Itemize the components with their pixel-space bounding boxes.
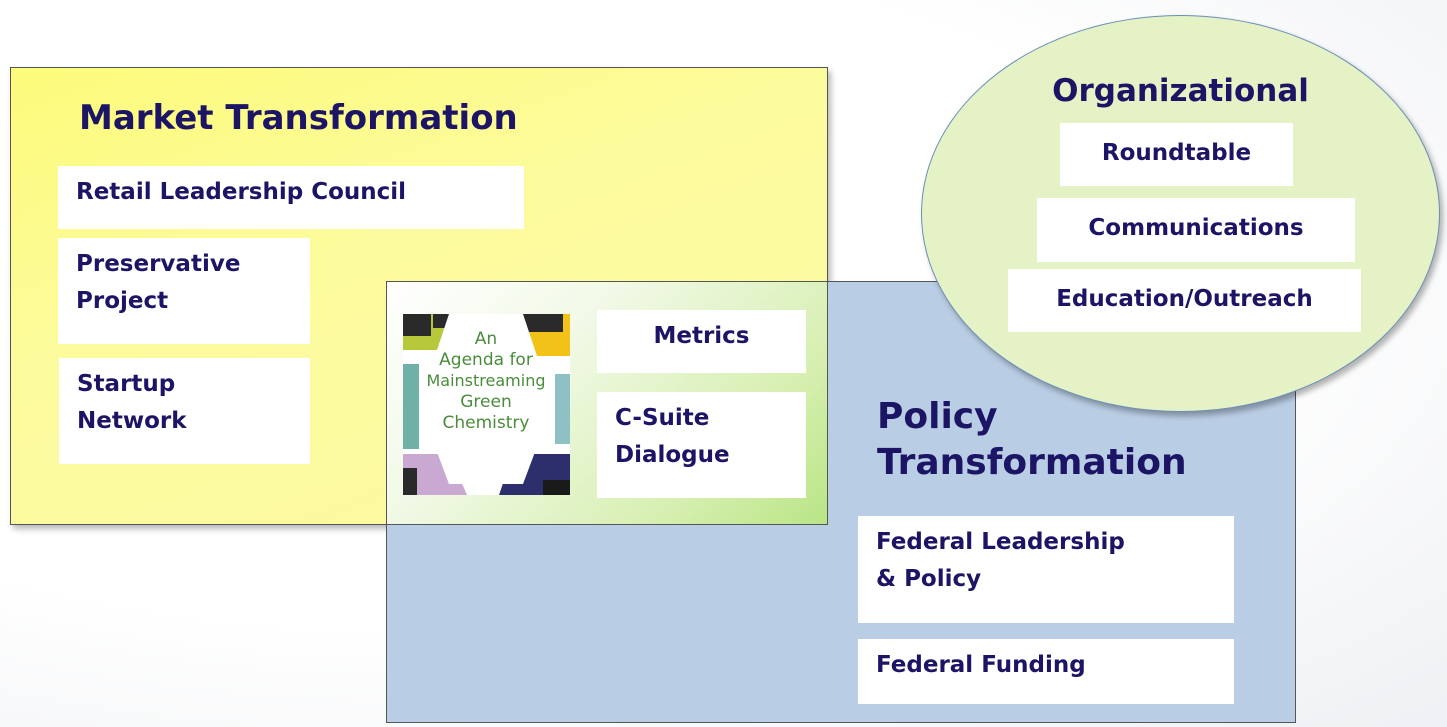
title-line: Transformation [877,442,1187,483]
metrics-card: Metrics [597,310,806,373]
cover-line: An [475,329,497,349]
cover-line: Agenda for [439,350,533,370]
education-outreach-card: Education/Outreach [1008,269,1361,332]
retail-leadership-council-card: Retail Leadership Council [58,166,524,229]
card-label-line: Preservative [76,251,241,277]
cover-line: Mainstreaming [426,371,545,390]
cover-line: Chemistry [443,413,530,433]
agenda-report-cover-image: An Agenda for Mainstreaming Green Chemis… [403,314,570,495]
roundtable-card: Roundtable [1060,123,1293,186]
card-label-line: Project [76,288,169,314]
card-label-line: Dialogue [615,442,730,468]
preservative-project-card: Preservative Project [58,238,310,344]
card-label-line: & Policy [876,566,982,592]
card-label: Communications [1088,215,1304,241]
organizational-ellipse: Organizational Roundtable Communications… [921,15,1440,412]
c-suite-dialogue-card: C-Suite Dialogue [597,392,806,498]
federal-leadership-policy-card: Federal Leadership & Policy [858,516,1234,623]
card-label-line: C-Suite [615,405,710,431]
card-label-line: Startup [77,371,176,397]
federal-funding-card: Federal Funding [858,639,1234,704]
card-label: Federal Funding [876,652,1086,678]
card-label-line: Federal Leadership [876,529,1125,555]
communications-card: Communications [1037,198,1355,262]
card-label: Education/Outreach [1056,286,1313,312]
policy-transformation-title: Policy Transformation [877,394,1187,486]
organizational-title: Organizational [1052,73,1309,109]
card-label-line: Network [77,408,187,434]
title-line: Policy [877,396,998,437]
market-transformation-title: Market Transformation [79,98,518,138]
card-label: Retail Leadership Council [76,179,407,205]
card-label: Metrics [653,323,750,349]
hexagon-pattern-graphic: An Agenda for Mainstreaming Green Chemis… [403,314,570,495]
card-label: Roundtable [1101,140,1252,166]
cover-line: Green [460,392,511,412]
startup-network-card: Startup Network [59,358,310,464]
